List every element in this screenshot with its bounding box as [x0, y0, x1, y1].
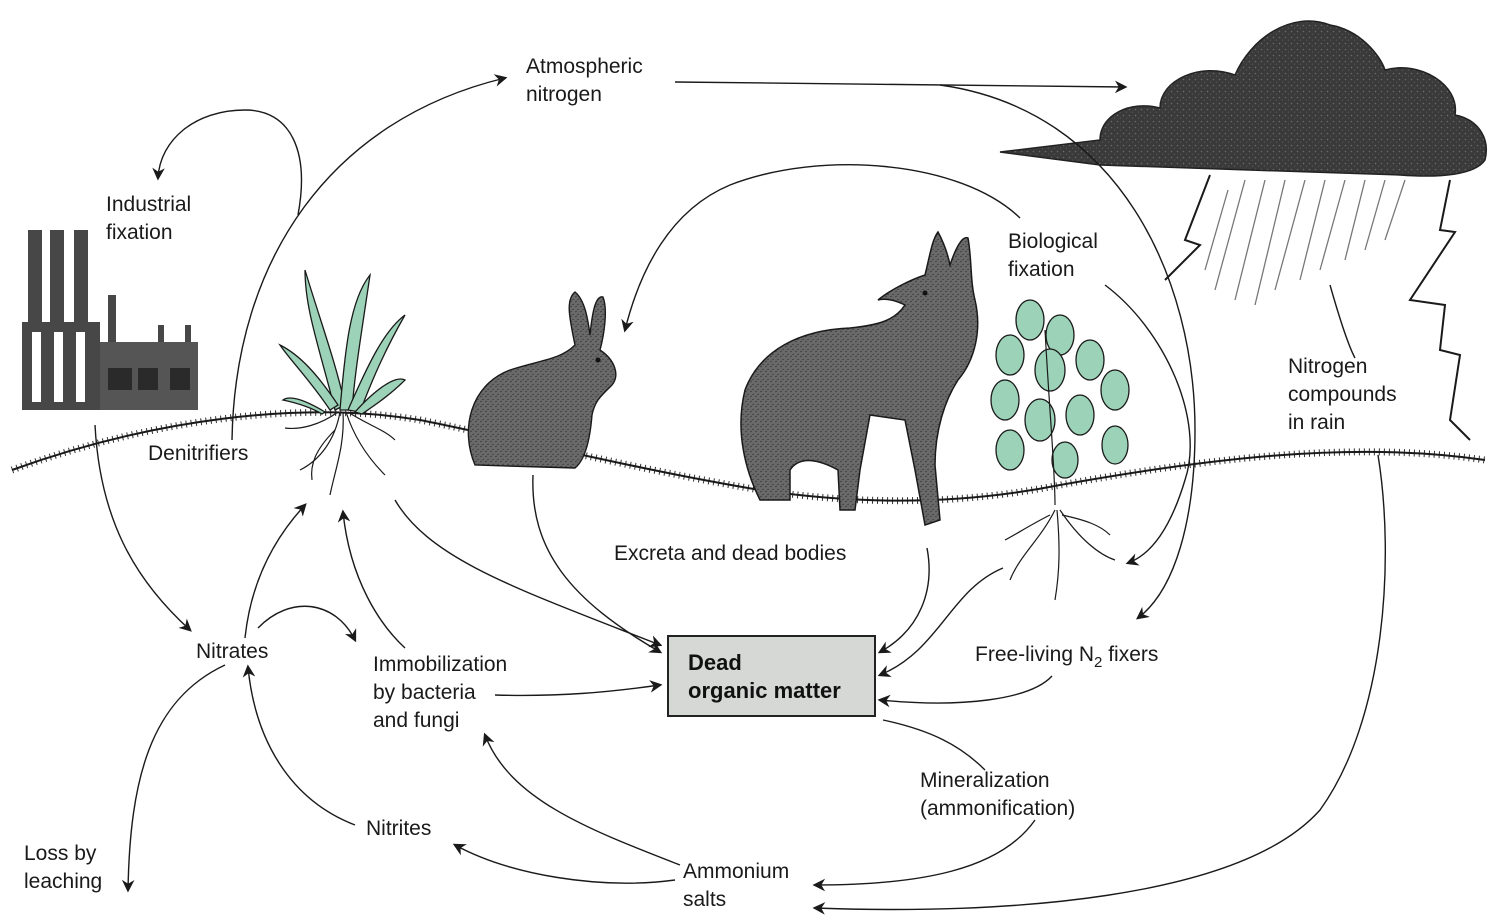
arrow-nitrites-to-nitrates: [248, 667, 355, 825]
labels: Atmospheric nitrogen Industrial fixation…: [24, 55, 1397, 911]
free-living-suffix: fixers: [1102, 643, 1158, 666]
arrow-nitrates-to-plant: [245, 505, 305, 638]
leaching-line2: leaching: [24, 870, 102, 893]
arrow-dead-to-mineralization: [883, 720, 985, 770]
dead-organic-matter-box: Dead organic matter: [668, 636, 875, 716]
biological-fixation-line2: fixation: [1008, 258, 1075, 281]
dead-organic-label-line1: Dead: [688, 650, 742, 675]
arrow-biological-to-legume: [1105, 285, 1190, 563]
denitrifiers-label: Denitrifiers: [148, 442, 248, 465]
mineralization-line2: (ammonification): [920, 797, 1075, 820]
biological-fixation-line1: Biological: [1008, 230, 1098, 253]
wolf-icon: [741, 232, 978, 525]
rain-label-line1: Nitrogen: [1288, 355, 1367, 378]
arrow-plant-to-dead: [395, 500, 660, 645]
dead-organic-label-line2: organic matter: [688, 678, 841, 703]
grass-plant-icon: [280, 270, 405, 495]
rain-label-line2: compounds: [1288, 383, 1397, 406]
arrow-mineralization-to-ammonium: [815, 820, 1035, 885]
immobilization-line2: by bacteria: [373, 681, 476, 704]
rabbit-icon: [468, 292, 615, 468]
free-living-subscript: 2: [1094, 654, 1102, 671]
arrow-free-living-to-dead: [880, 676, 1052, 703]
arrow-ammonium-to-immobilization: [485, 735, 680, 865]
arrow-nitrates-to-immobilization: [258, 606, 355, 640]
rain-label-line3: in rain: [1288, 411, 1345, 434]
pointer-rain-label: [1330, 285, 1355, 358]
atmospheric-nitrogen-line2: nitrogen: [526, 83, 602, 106]
arrow-nitrates-to-leaching: [128, 665, 225, 890]
excreta-label: Excreta and dead bodies: [614, 542, 846, 565]
mineralization-line1: Mineralization: [920, 769, 1050, 792]
nitrites-label: Nitrites: [366, 817, 431, 840]
industrial-fixation-line2: fixation: [106, 221, 173, 244]
ammonium-salts-line2: salts: [683, 888, 726, 911]
arrow-rain-to-ammonium: [815, 455, 1385, 910]
legume-plant-icon: [991, 300, 1129, 600]
arrow-wolf-to-dead: [880, 548, 929, 652]
cycle-arrows: [95, 78, 1385, 910]
immobilization-line1: Immobilization: [373, 653, 507, 676]
arrow-atmosphere-to-cloud: [675, 82, 1125, 87]
nitrates-label: Nitrates: [196, 640, 268, 663]
free-living-prefix: Free-living N: [975, 643, 1094, 666]
factory-icon: [22, 230, 198, 410]
industrial-fixation-line1: Industrial: [106, 193, 191, 216]
free-living-fixers-label: Free-living N2 fixers: [975, 643, 1158, 671]
arrow-immobilization-to-plant: [343, 512, 405, 648]
atmospheric-nitrogen-line1: Atmospheric: [526, 55, 643, 78]
arrow-immobilization-to-dead: [495, 685, 660, 695]
immobilization-line3: and fungi: [373, 709, 459, 732]
ammonium-salts-line1: Ammonium: [683, 860, 789, 883]
leaching-line1: Loss by: [24, 842, 97, 865]
